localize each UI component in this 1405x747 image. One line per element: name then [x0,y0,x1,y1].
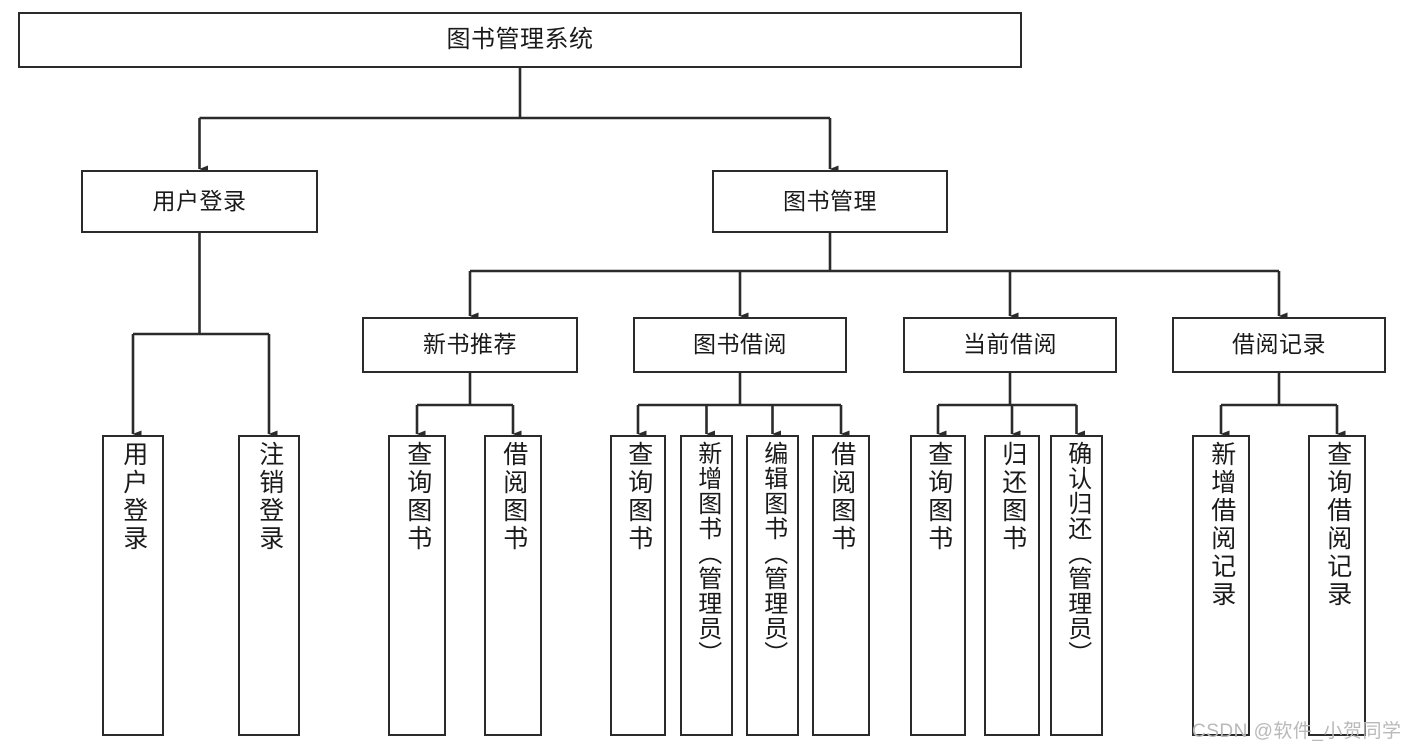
node-label: 图书借阅 [693,331,787,358]
node-leaf-br-lend[interactable]: 借阅图书 [812,435,870,736]
node-label: 注销登录 [255,441,284,553]
node-label: 确认归还（管理员） [1063,441,1091,666]
node-leaf-cb-query[interactable]: 查询图书 [910,435,966,736]
node-label: 新增图书（管理员） [693,441,721,666]
node-leaf-cb-confirm[interactable]: 确认归还（管理员） [1050,435,1103,736]
node-l2-book[interactable]: 图书管理 [712,170,948,233]
node-label: 新增借阅记录 [1207,441,1236,609]
node-leaf-rc-add[interactable]: 新增借阅记录 [1192,435,1250,736]
node-label: 图书管理 [783,187,877,214]
node-label: 新书推荐 [423,331,517,358]
node-leaf-nb-borrow[interactable]: 借阅图书 [484,435,542,736]
node-label: 编辑图书（管理员） [759,441,787,666]
node-leaf-user-login[interactable]: 用户登录 [102,435,164,736]
node-label: 用户登录 [152,187,247,214]
node-label: 借阅图书 [827,441,856,553]
node-label: 当前借阅 [963,331,1057,358]
node-leaf-br-add[interactable]: 新增图书（管理员） [680,435,733,736]
node-leaf-rc-query[interactable]: 查询借阅记录 [1308,435,1366,736]
node-label: 归还图书 [998,441,1027,553]
csdn-watermark: CSDN @软件_小贺同学 [1192,721,1402,742]
node-l3-current[interactable]: 当前借阅 [903,317,1117,373]
node-label: 查询借阅记录 [1323,441,1352,609]
node-leaf-cb-return[interactable]: 归还图书 [984,435,1040,736]
node-l3-borrow[interactable]: 图书借阅 [633,317,847,373]
node-label: 借阅记录 [1232,331,1326,358]
node-label: 查询图书 [624,441,653,553]
node-label: 用户登录 [119,441,148,553]
node-label: 查询图书 [924,441,953,553]
node-label: 借阅图书 [499,441,528,553]
node-leaf-user-logout[interactable]: 注销登录 [238,435,300,736]
node-l3-newbook[interactable]: 新书推荐 [362,317,578,373]
node-label: 查询图书 [403,441,432,553]
node-leaf-br-edit[interactable]: 编辑图书（管理员） [746,435,799,736]
node-root[interactable]: 图书管理系统 [18,12,1022,68]
node-label: 图书管理系统 [446,25,594,53]
node-leaf-nb-query[interactable]: 查询图书 [388,435,446,736]
node-leaf-br-query[interactable]: 查询图书 [610,435,666,736]
node-l3-record[interactable]: 借阅记录 [1172,317,1386,373]
node-l2-user[interactable]: 用户登录 [81,170,318,233]
